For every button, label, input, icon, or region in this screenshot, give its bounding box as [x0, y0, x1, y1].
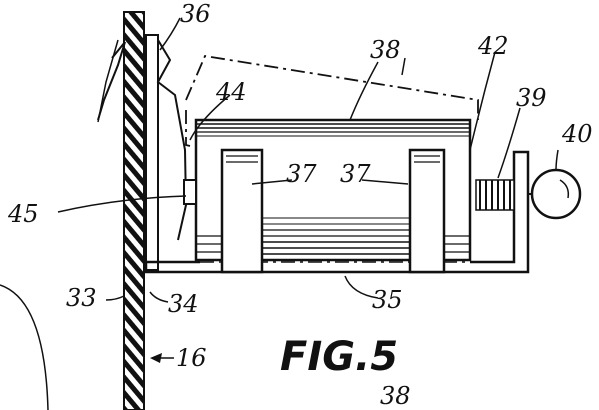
pole-piece-37-left: [220, 148, 264, 274]
label-40: 40: [561, 120, 593, 148]
arrowhead-16: [150, 353, 162, 363]
housing-arc: [0, 284, 49, 410]
wall-33: [123, 11, 145, 410]
label-39: 39: [516, 84, 547, 112]
label-16: 16: [176, 344, 207, 372]
label-44: 44: [215, 78, 247, 106]
bracket-plate-34: [145, 34, 159, 271]
page-reference: 38: [380, 382, 411, 410]
spring-clip-36: [156, 39, 188, 241]
pole-piece-37-right: [408, 148, 446, 274]
figure-caption: FIG.5: [280, 334, 398, 380]
label-35: 35: [372, 286, 403, 314]
label-33: 33: [66, 284, 97, 312]
label-42: 42: [477, 32, 509, 60]
rotation-outline: [185, 54, 479, 120]
base-tray-35: [144, 150, 530, 274]
coil-spring-39: [475, 179, 515, 211]
label-38: 38: [370, 36, 401, 64]
clip-tab: [97, 41, 126, 121]
knob-40: [530, 168, 582, 220]
label-37-right: 37: [340, 160, 371, 188]
label-37-left: 37: [286, 160, 317, 188]
label-34: 34: [168, 290, 199, 318]
label-45: 45: [7, 200, 39, 228]
clip-tab-edge: [97, 39, 119, 123]
leader-lines: [57, 17, 559, 359]
terminal-45: [183, 179, 197, 205]
label-36: 36: [180, 0, 211, 28]
